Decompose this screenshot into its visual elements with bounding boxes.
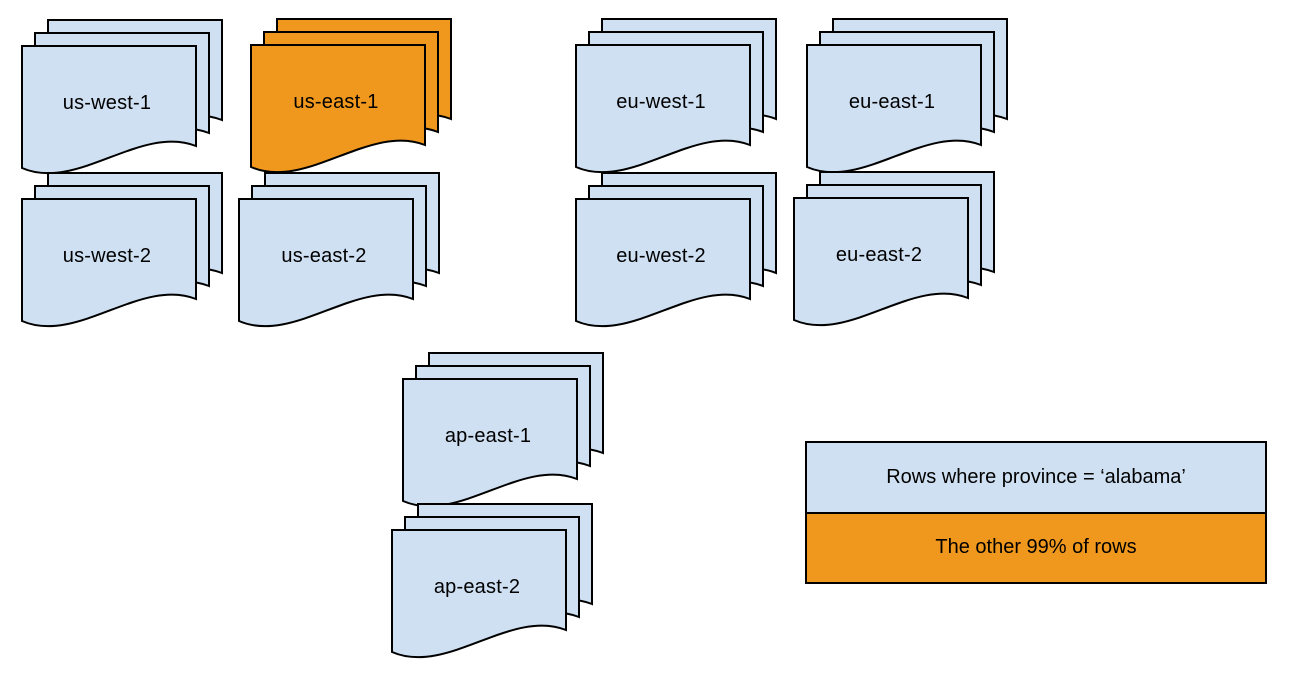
legend-item-label: Rows where province = ‘alabama’ <box>886 465 1186 488</box>
region-stack-eu-east-1: eu-east-1 <box>805 17 1009 177</box>
region-stack-ap-east-1: ap-east-1 <box>401 351 605 511</box>
legend-item-1: The other 99% of rows <box>807 511 1265 582</box>
region-stack-us-east-2: us-east-2 <box>237 171 441 331</box>
region-stack-us-east-1: us-east-1 <box>249 17 453 177</box>
document-stack-icon <box>575 172 777 328</box>
document-shape-icon <box>21 198 197 328</box>
document-shape-icon <box>21 45 197 175</box>
document-stack-icon <box>250 18 452 174</box>
document-stack-icon <box>806 18 1008 174</box>
document-shape-icon <box>575 198 751 328</box>
document-shape-icon <box>575 44 751 174</box>
document-shape-icon <box>793 197 969 327</box>
document-shape-icon <box>250 44 426 174</box>
document-stack-icon <box>21 172 223 328</box>
document-stack-icon <box>238 172 440 328</box>
region-stack-us-west-2: us-west-2 <box>20 171 224 331</box>
document-shape-icon <box>391 529 567 659</box>
legend-box: Rows where province = ‘alabama’ The other… <box>805 441 1267 584</box>
document-shape-icon <box>402 378 578 508</box>
document-stack-icon <box>793 171 995 327</box>
region-stack-ap-east-2: ap-east-2 <box>390 502 594 662</box>
document-stack-icon <box>21 19 223 175</box>
document-stack-icon <box>402 352 604 508</box>
region-stack-eu-west-2: eu-west-2 <box>574 171 778 331</box>
region-stack-eu-east-2: eu-east-2 <box>792 170 996 330</box>
document-shape-icon <box>238 198 414 328</box>
document-shape-icon <box>806 44 982 174</box>
legend-item-0: Rows where province = ‘alabama’ <box>807 443 1265 512</box>
region-stack-us-west-1: us-west-1 <box>20 18 224 178</box>
document-stack-icon <box>575 18 777 174</box>
region-stack-eu-west-1: eu-west-1 <box>574 17 778 177</box>
document-stack-icon <box>391 503 593 659</box>
legend-item-label: The other 99% of rows <box>935 536 1137 559</box>
